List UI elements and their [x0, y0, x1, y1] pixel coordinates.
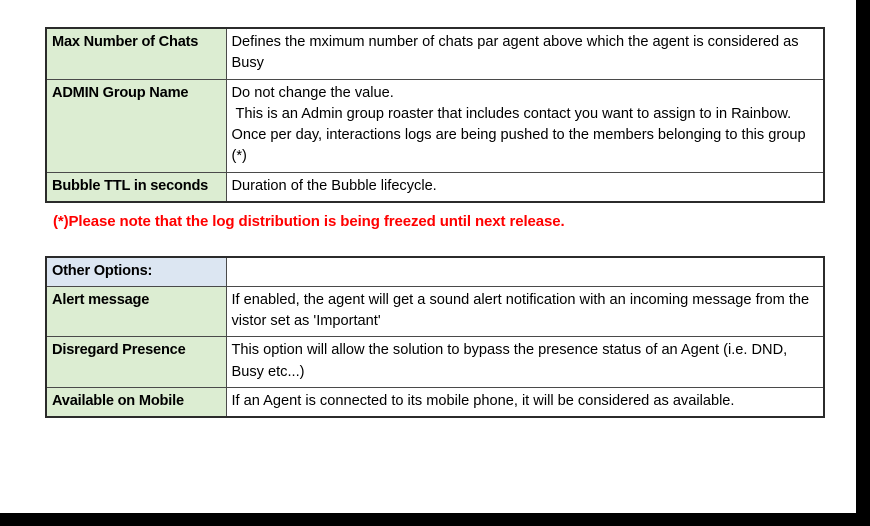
- value-line: Defines the mximum number of chats par a…: [231, 34, 799, 72]
- document-content: Max Number of Chats Defines the mximum n…: [45, 27, 825, 419]
- section-header-other-options: Other Options:: [45, 256, 227, 287]
- setting-key-admin-group-name: ADMIN Group Name: [45, 78, 227, 173]
- option-value-alert-message: If enabled, the agent will get a sound a…: [225, 285, 825, 338]
- setting-key-bubble-ttl-in-seconds: Bubble TTL in seconds: [45, 171, 227, 203]
- option-value-disregard-presence: This option will allow the solution to b…: [225, 336, 825, 389]
- settings-table: Max Number of Chats Defines the mximum n…: [45, 27, 825, 204]
- option-value-available-on-mobile: If an Agent is connected to its mobile p…: [225, 387, 825, 418]
- document-page: Max Number of Chats Defines the mximum n…: [0, 0, 856, 513]
- option-key-disregard-presence: Disregard Presence: [45, 336, 227, 389]
- value-line: This option will allow the solution to b…: [231, 342, 788, 380]
- table-row: Max Number of Chats Defines the mximum n…: [45, 27, 825, 80]
- value-line: If enabled, the agent will get a sound a…: [231, 291, 810, 330]
- option-key-available-on-mobile: Available on Mobile: [45, 387, 227, 418]
- value-line: If an Agent is connected to its mobile p…: [231, 393, 735, 410]
- table-row: Bubble TTL in seconds Duration of the Bu…: [45, 171, 825, 203]
- setting-value-bubble-ttl-in-seconds: Duration of the Bubble lifecycle.: [225, 171, 825, 203]
- value-line: Do not change the value.: [231, 84, 394, 101]
- value-line: This is an Admin group roaster that incl…: [235, 105, 792, 122]
- table-row: Alert message If enabled, the agent will…: [45, 285, 825, 338]
- other-options-table: Other Options: Alert message If enabled,…: [45, 255, 825, 419]
- option-key-alert-message: Alert message: [45, 285, 227, 338]
- table-row: Available on Mobile If an Agent is conne…: [45, 387, 825, 418]
- table-row: Disregard Presence This option will allo…: [45, 336, 825, 389]
- value-line: Duration of the Bubble lifecycle.: [231, 177, 437, 194]
- table-row: ADMIN Group Name Do not change the value…: [45, 78, 825, 173]
- settings-table-body: Max Number of Chats Defines the mximum n…: [45, 27, 825, 203]
- table-row: Other Options:: [45, 256, 825, 287]
- footnote-note: (*)Please note that the log distribution…: [53, 213, 565, 231]
- value-line: Once per day, interactions logs are bein…: [231, 127, 806, 165]
- setting-value-admin-group-name: Do not change the value. This is an Admi…: [225, 78, 825, 173]
- other-options-table-body: Other Options: Alert message If enabled,…: [45, 256, 825, 418]
- table-spacer: [45, 232, 823, 256]
- setting-key-max-number-of-chats: Max Number of Chats: [45, 27, 227, 80]
- setting-value-max-number-of-chats: Defines the mximum number of chats par a…: [225, 27, 825, 80]
- section-header-empty-cell: [225, 256, 825, 287]
